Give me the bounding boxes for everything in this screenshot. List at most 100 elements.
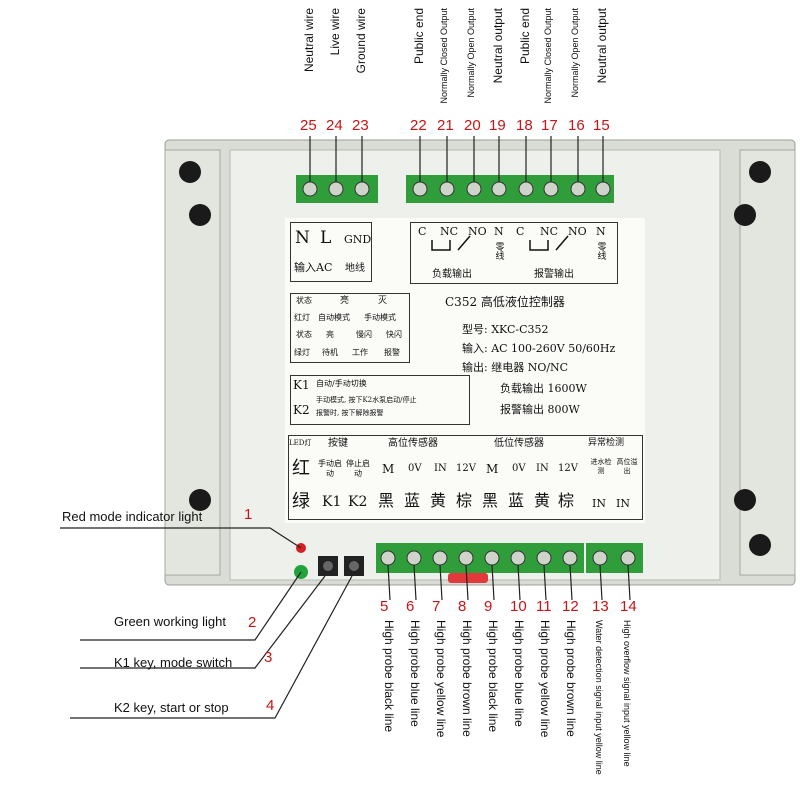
bottom-label-11: High probe yellow line xyxy=(538,620,552,738)
status-h2: 亮 xyxy=(340,296,350,306)
bt-m1: M xyxy=(382,462,395,476)
bottom-line-11 xyxy=(543,564,547,601)
bt-ov1: 0V xyxy=(408,463,422,474)
bottom-num-13: 13 xyxy=(592,598,609,615)
bottom-label-5: High probe black line xyxy=(382,620,396,733)
bottom-line-6 xyxy=(413,564,417,601)
top-label-19: Neutral output xyxy=(491,8,505,84)
bottom-table xyxy=(288,435,643,520)
top-label-21: Normally Closed Output xyxy=(439,8,449,104)
top-label-23: Ground wire xyxy=(354,8,368,74)
bottom-screw-13 xyxy=(592,550,608,566)
bottom-num-8: 8 xyxy=(458,598,467,615)
top-screw-22 xyxy=(412,181,428,197)
bt-brown2: 棕 xyxy=(558,491,575,510)
top-num-21: 21 xyxy=(437,117,454,134)
bottom-label-6: High probe blue line xyxy=(408,620,422,727)
bottom-screw-12 xyxy=(562,550,578,566)
relay-alarm: 报警输出 xyxy=(534,269,574,280)
bottom-num-10: 10 xyxy=(510,598,527,615)
bottom-line-7 xyxy=(439,564,443,601)
status-r2c: 报警 xyxy=(384,348,400,357)
bottom-screw-9 xyxy=(484,550,500,566)
bt-12v2: 12V xyxy=(558,463,578,474)
bottom-screw-5 xyxy=(380,550,396,566)
bottom-line-14 xyxy=(627,564,631,601)
top-num-18: 18 xyxy=(516,117,533,134)
bt-k2: K2 xyxy=(348,494,368,510)
relay-load: 负载输出 xyxy=(432,269,472,280)
bt-in1: IN xyxy=(434,463,447,474)
relay-neutral1: 零线 xyxy=(495,243,505,262)
top-screw-17 xyxy=(543,181,559,197)
status-r1a: 自动模式 xyxy=(318,313,350,322)
relay-neutral2: 零线 xyxy=(597,243,607,262)
top-label-20: Normally Open Output xyxy=(466,8,476,98)
bt-green: 绿 xyxy=(292,491,310,512)
bottom-line-12 xyxy=(569,564,573,601)
bottom-label-10: High probe blue line xyxy=(512,620,526,727)
top-num-25: 25 xyxy=(300,117,317,134)
bt-black1: 黑 xyxy=(378,491,395,510)
relay-n2: N xyxy=(596,225,606,238)
panel-title: C352 高低液位控制器 xyxy=(445,295,565,309)
power-l: L xyxy=(320,228,332,248)
top-screw-15 xyxy=(595,181,611,197)
bottom-screw-14 xyxy=(620,550,636,566)
status-h6: 慢闪 xyxy=(356,330,372,339)
status-r1b: 手动模式 xyxy=(364,313,396,322)
bottom-screw-7 xyxy=(432,550,448,566)
bt-keys: 按键 xyxy=(328,438,348,449)
bottom-screw-6 xyxy=(406,550,422,566)
bottom-line-10 xyxy=(517,564,521,601)
mount-hole xyxy=(179,161,201,183)
status-h1: 状态 xyxy=(296,296,312,305)
top-num-22: 22 xyxy=(410,117,427,134)
bottom-label-12: High probe brown line xyxy=(564,620,578,737)
bottom-num-7: 7 xyxy=(432,598,441,615)
bottom-num-5: 5 xyxy=(380,598,389,615)
bt-manual: 手动启动 xyxy=(318,459,342,478)
bt-12v1: 12V xyxy=(456,463,476,474)
bottom-label-9: High probe black line xyxy=(486,620,500,733)
left-callouts xyxy=(60,527,353,719)
num-1: 1 xyxy=(244,506,253,523)
bt-brown1: 棕 xyxy=(456,491,473,510)
top-screw-21 xyxy=(439,181,455,197)
keys-k2: K2 xyxy=(293,403,310,417)
bt-in3: IN xyxy=(592,497,606,510)
bt-yellow1: 黄 xyxy=(430,491,447,510)
bottom-num-11: 11 xyxy=(536,598,552,615)
bottom-line-9 xyxy=(491,564,495,601)
bt-over: 高位溢出 xyxy=(616,458,638,476)
top-screw-23 xyxy=(354,181,370,197)
bottom-screw-8 xyxy=(458,550,474,566)
bt-in2: IN xyxy=(536,463,549,474)
status-h3: 灭 xyxy=(378,296,388,306)
bt-low: 低位传感器 xyxy=(494,438,544,449)
bt-blue1: 蓝 xyxy=(404,491,421,510)
spec-output: 输出: 继电器 NO/NC xyxy=(462,361,569,374)
bt-m2: M xyxy=(486,462,499,476)
status-r2: 绿灯 xyxy=(294,348,310,357)
top-label-22: Public end xyxy=(412,8,426,65)
mount-hole xyxy=(749,534,771,556)
top-label-16: Normally Open Output xyxy=(570,8,580,98)
top-screw-20 xyxy=(466,181,482,197)
top-num-19: 19 xyxy=(489,117,506,134)
bottom-screw-10 xyxy=(510,550,526,566)
top-screw-16 xyxy=(570,181,586,197)
keys-k2t2: 报警时, 按下解除报警 xyxy=(316,409,384,417)
bottom-line-8 xyxy=(465,564,469,601)
top-num-16: 16 xyxy=(568,117,585,134)
top-num-23: 23 xyxy=(352,117,369,134)
relay-c1: C xyxy=(418,225,427,238)
keys-k1t: 自动/手动切换 xyxy=(316,379,367,388)
relay-nc1: NC xyxy=(440,225,459,238)
top-num-24: 24 xyxy=(326,117,343,134)
keys-k1: K1 xyxy=(293,378,310,392)
top-screw-19 xyxy=(491,181,507,197)
num-4: 4 xyxy=(266,697,275,714)
mount-hole xyxy=(734,489,756,511)
bottom-num-12: 12 xyxy=(562,598,579,615)
